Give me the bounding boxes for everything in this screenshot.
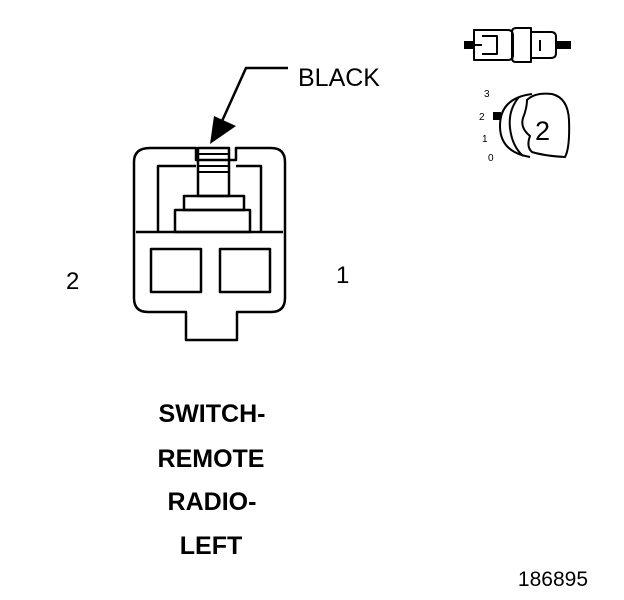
position-scale-2: 2 [479, 112, 485, 123]
title-line-4: LEFT [180, 532, 243, 560]
pin-label-left: 2 [66, 268, 79, 295]
leader-arrowhead [210, 116, 236, 144]
connector-inner-outline [156, 164, 263, 232]
lock-post-ribs [198, 153, 229, 173]
figure-number: 186895 [518, 568, 588, 591]
pin-cavity-1 [218, 247, 272, 294]
position-scale-0: 0 [488, 153, 494, 164]
lock-base [182, 194, 246, 212]
connector-housing-outline [132, 146, 287, 342]
connector-side-view-icon [464, 27, 571, 63]
wire-color-label: BLACK [298, 64, 380, 92]
title-line-3: RADIO- [168, 488, 257, 516]
wire-leader [210, 66, 288, 144]
title-line-1: SWITCH- [159, 400, 266, 428]
pin-cavity-2 [149, 247, 203, 294]
position-icon [493, 92, 571, 159]
pin-label-right: 1 [336, 262, 349, 289]
position-scale-3: 3 [484, 89, 490, 100]
position-number: 2 [535, 116, 550, 146]
lock-shoulder [173, 208, 252, 234]
connector-face [132, 146, 287, 342]
title-line-2: REMOTE [158, 445, 265, 473]
position-scale-1: 1 [482, 134, 488, 145]
